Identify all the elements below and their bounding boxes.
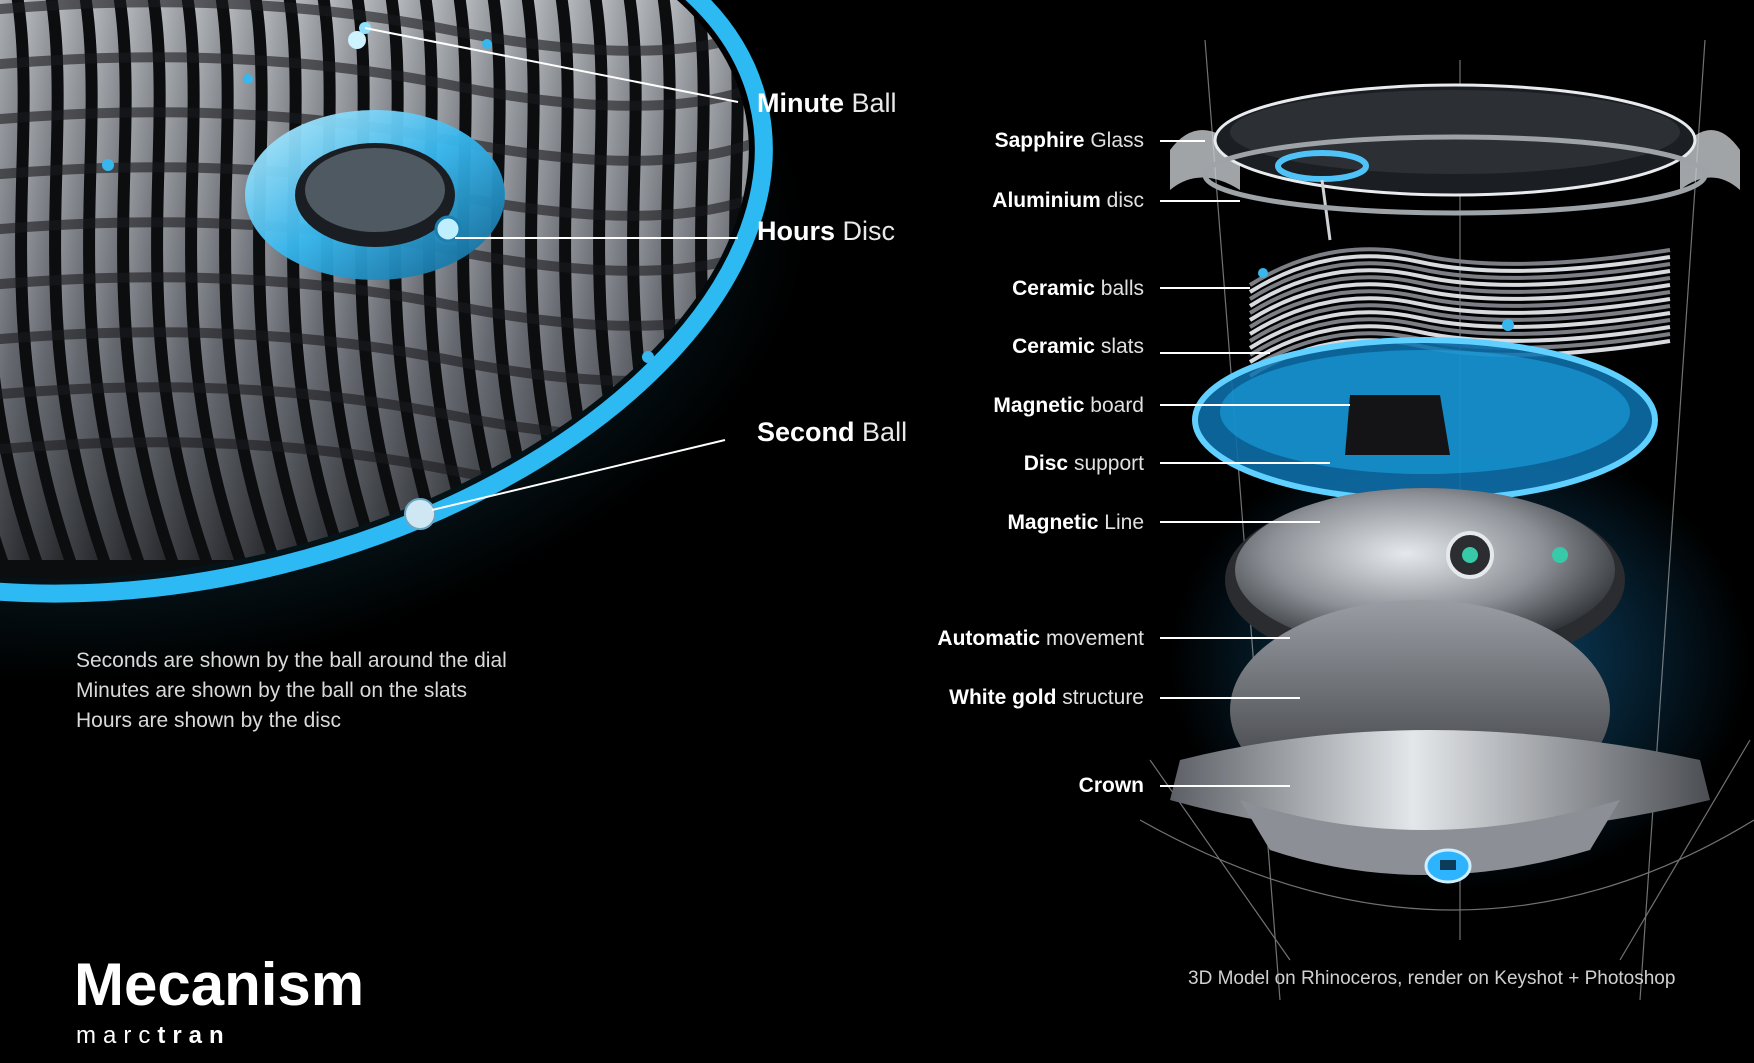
brand-logo: marctran	[76, 1022, 231, 1050]
description: Seconds are shown by the ball around the…	[76, 646, 507, 736]
callout-hours-disc: Hours Disc	[757, 216, 895, 247]
exploded-slat	[1248, 247, 1671, 287]
part-automatic-movement: Automatic movement	[937, 627, 1144, 651]
part-light: Line	[1104, 511, 1144, 534]
description-line: Minutes are shown by the ball on the sla…	[76, 679, 468, 702]
dial-slat	[16, 0, 98, 560]
render-credit: 3D Model on Rhinoceros, render on Keysho…	[1188, 968, 1676, 989]
description-line: Seconds are shown by the ball around the…	[76, 649, 507, 672]
part-magnetic-line: Magnetic Line	[1007, 511, 1144, 535]
part-bold: Ceramic	[1012, 335, 1095, 358]
brand-light: marc	[76, 1022, 158, 1049]
dial-slat	[560, 0, 642, 560]
part-light: support	[1073, 452, 1144, 475]
part-bold: White gold	[949, 686, 1057, 709]
callout-light: Disc	[842, 216, 896, 246]
part-light: structure	[1062, 686, 1144, 709]
exploded-slat	[1248, 310, 1671, 350]
part-light: Glass	[1090, 129, 1144, 152]
part-bold: Crown	[1078, 774, 1144, 797]
exploded-slat	[1248, 289, 1671, 329]
part-light: slats	[1100, 335, 1144, 358]
callout-bold: Hours	[757, 216, 836, 246]
part-bold: Ceramic	[1012, 277, 1095, 300]
dial-slat	[696, 0, 778, 560]
part-crown: Crown	[1079, 774, 1144, 798]
exploded-slat	[1248, 268, 1671, 308]
dial-slat	[322, 0, 404, 560]
exploded-slat	[1248, 282, 1671, 322]
part-light: balls	[1100, 277, 1144, 300]
part-white-gold-structure: White gold structure	[949, 686, 1144, 710]
part-ceramic-balls: Ceramic balls	[1012, 277, 1144, 301]
part-light: disc	[1106, 189, 1144, 212]
description-line: Hours are shown by the disc	[76, 709, 341, 732]
callout-light: Ball	[851, 88, 897, 118]
part-bold: Sapphire	[994, 129, 1085, 152]
dial-slat	[458, 0, 540, 560]
dial-slat	[526, 0, 608, 560]
dial-slat	[288, 0, 370, 560]
part-ceramic-slats: Ceramic slats	[1012, 335, 1144, 359]
exploded-slat	[1248, 303, 1671, 343]
callout-bold: Second	[757, 417, 855, 447]
brand-bold: tran	[157, 1022, 231, 1049]
dial-slat	[424, 0, 506, 560]
part-bold: Automatic	[937, 627, 1041, 650]
exploded-slat	[1248, 275, 1671, 315]
part-magnetic-board: Magnetic board	[993, 394, 1144, 418]
dial-wave	[0, 52, 803, 111]
part-bold: Disc	[1023, 452, 1069, 475]
callout-minute-ball: Minute Ball	[757, 88, 897, 119]
callout-second-ball: Second Ball	[757, 417, 907, 448]
part-aluminium-disc: Aluminium disc	[992, 189, 1144, 213]
exploded-slat	[1248, 254, 1671, 294]
exploded-slat	[1248, 324, 1671, 364]
part-light: board	[1090, 394, 1144, 417]
part-disc-support: Disc support	[1024, 452, 1144, 476]
part-sapphire-glass: Sapphire Glass	[995, 129, 1144, 153]
dial-slat	[662, 0, 744, 560]
callout-light: Ball	[862, 417, 908, 447]
dial-slat	[492, 0, 574, 560]
dial-slat	[356, 0, 438, 560]
part-bold: Magnetic	[1007, 511, 1099, 534]
exploded-slat	[1248, 317, 1671, 357]
dial-slat	[0, 0, 64, 560]
dial-wave	[0, 0, 803, 56]
dial-slat	[254, 0, 336, 560]
callout-bold: Minute	[757, 88, 844, 118]
part-bold: Aluminium	[992, 189, 1101, 212]
exploded-slat	[1248, 296, 1671, 336]
exploded-slat	[1248, 261, 1671, 301]
part-bold: Magnetic	[993, 394, 1085, 417]
page-title: Mecanism	[74, 951, 365, 1018]
dial-slat	[390, 0, 472, 560]
part-light: movement	[1045, 627, 1144, 650]
